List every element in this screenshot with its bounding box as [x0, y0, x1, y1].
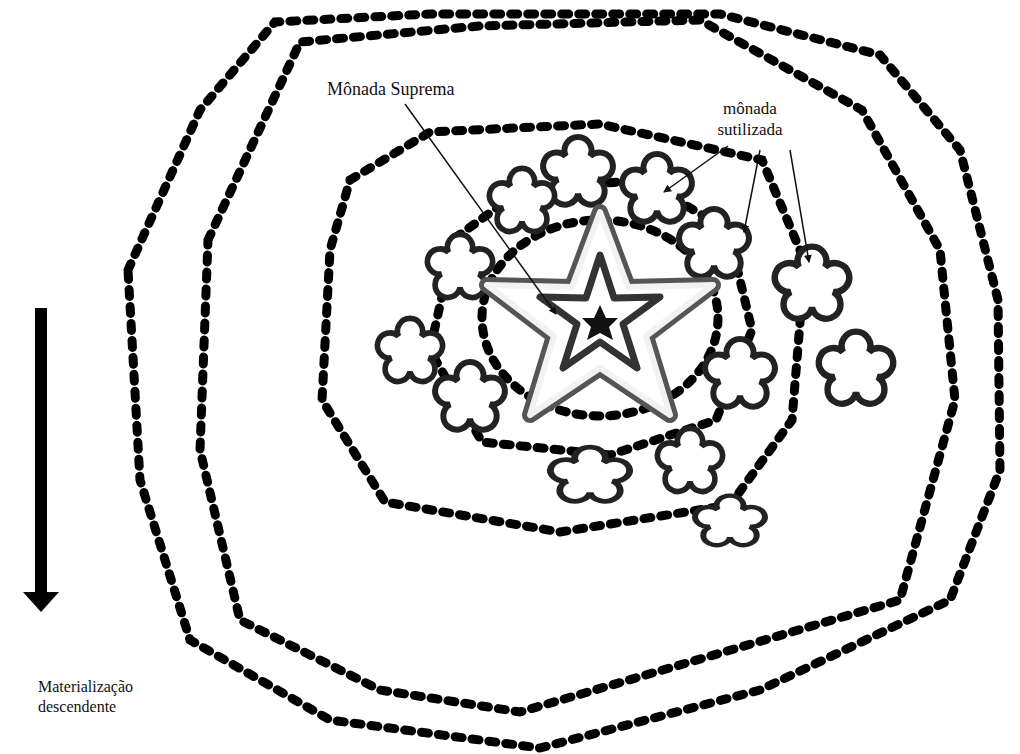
supreme-monad-star	[487, 212, 713, 415]
subtle-monad-label: mônada sutilizada	[700, 98, 800, 141]
supreme-monad-label: Mônada Suprema	[327, 78, 517, 101]
descent-arrow	[23, 308, 59, 612]
dotted-rings	[128, 14, 1000, 748]
materialization-label: Materialização descendente	[38, 677, 168, 717]
subtle-monads	[377, 137, 893, 545]
